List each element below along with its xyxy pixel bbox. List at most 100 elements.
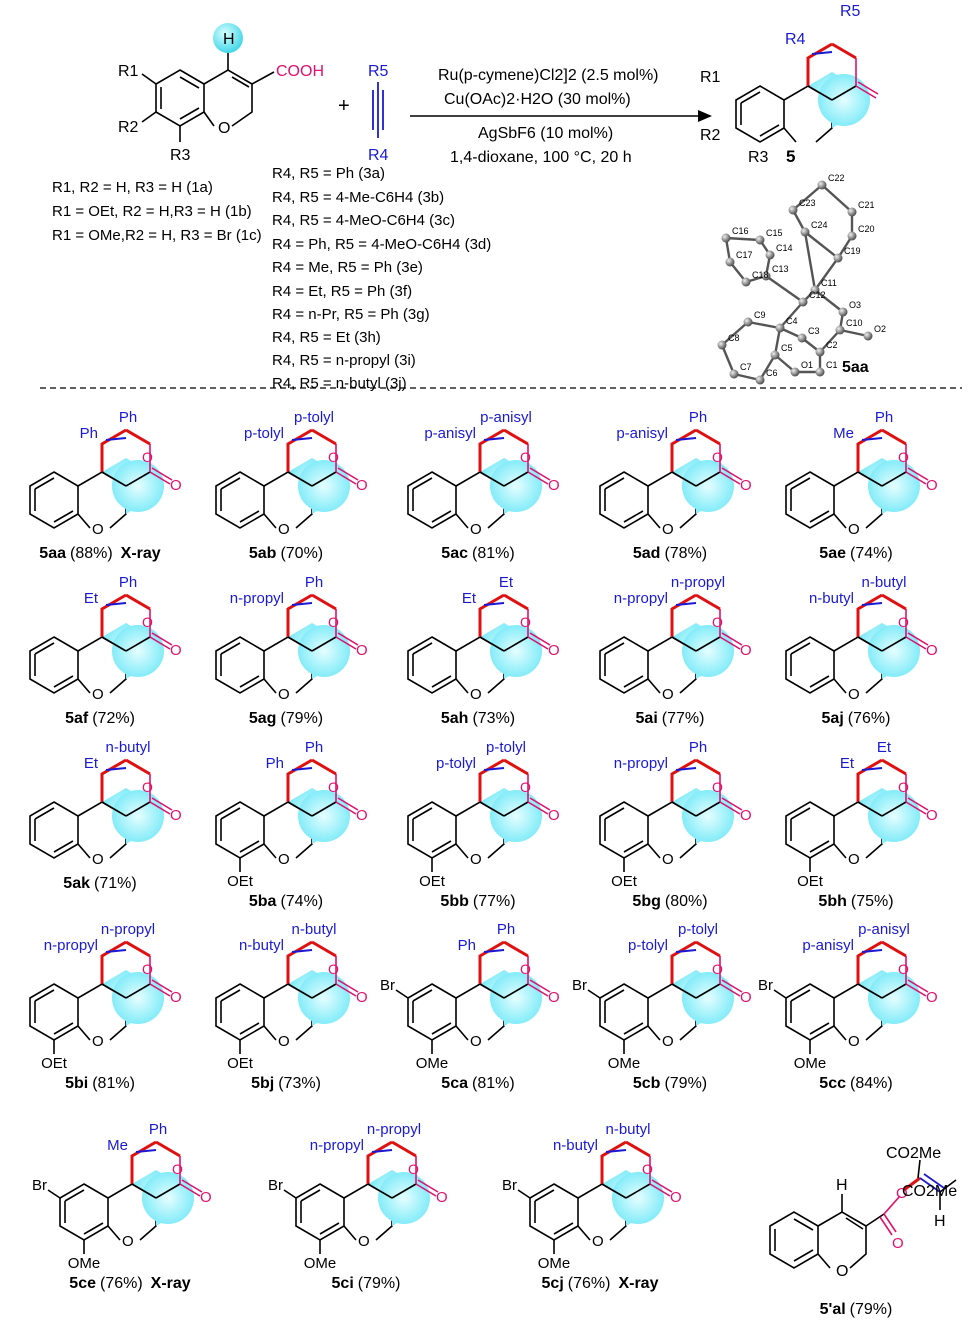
lactone-oxygen: O — [898, 961, 909, 977]
condition-line-4: 1,4-dioxane, 100 °C, 20 h — [450, 149, 632, 166]
lactone-oxygen: O — [328, 449, 339, 465]
r4-substituent: n-butyl — [553, 1137, 598, 1154]
compound-label: 5ce(76%)X-ray — [69, 1275, 191, 1292]
xray-label: 5aa — [842, 359, 869, 376]
xray-bond — [721, 321, 749, 346]
substrate-1c: R1 = OMe,R2 = H, R3 = Br (1c) — [52, 227, 262, 244]
condition-line-3: AgSbF6 (10 mol%) — [478, 125, 613, 142]
reactant-o-label: O — [218, 120, 230, 137]
lactone-oxygen: O — [712, 961, 723, 977]
r4-substituent: Me — [833, 425, 854, 442]
r5-substituent: Et — [499, 574, 514, 591]
r4-substituent: Me — [107, 1137, 128, 1154]
r5-substituent: n-propyl — [671, 574, 725, 591]
r5-substituent: n-propyl — [101, 921, 155, 938]
compound-label: 5cb(79%) — [633, 1075, 707, 1092]
alkoxy-substituent: OEt — [797, 873, 824, 890]
r4-substituent: Ph — [458, 937, 476, 954]
carbonyl-oxygen: O — [356, 807, 368, 824]
substrate-list-1: R1, R2 = H, R3 = H (1a) R1 = OEt, R2 = H… — [52, 179, 262, 244]
ring-oxygen: O — [358, 1233, 370, 1250]
xray-atom — [847, 207, 857, 217]
xray-bond — [758, 354, 777, 381]
carbonyl-oxygen: O — [740, 807, 752, 824]
xray-atom — [729, 369, 739, 379]
compound-label: 5ab(70%) — [249, 545, 323, 562]
r5-substituent: n-butyl — [105, 739, 150, 756]
xray-atom-label: C16 — [732, 226, 749, 236]
xray-atom-label: C1 — [826, 360, 838, 370]
r4-substituent: Ph — [80, 425, 98, 442]
substrate-3h: R4, R5 = Et (3h) — [272, 329, 381, 346]
lactone-oxygen: O — [520, 449, 531, 465]
r5-substituent: Ph — [689, 739, 707, 756]
carbonyl-oxygen: O — [356, 642, 368, 659]
bromo-substituent: Br — [502, 1177, 517, 1194]
xray-bond — [765, 275, 804, 303]
side-product-id: 5'al(79%) — [820, 1301, 893, 1318]
r5-substituent: Ph — [689, 409, 707, 426]
xray-atom — [755, 235, 765, 245]
alkoxy-substituent: OEt — [41, 1055, 68, 1072]
r4-substituent: n-butyl — [239, 937, 284, 954]
ring-oxygen: O — [278, 521, 290, 538]
xray-atom — [775, 323, 785, 333]
compound-label: 5bi(81%) — [65, 1075, 135, 1092]
r5-substituent: p-tolyl — [678, 921, 718, 938]
product-r1-label: R1 — [700, 69, 721, 86]
substrate-3b: R4, R5 = 4-Me-C6H4 (3b) — [272, 189, 444, 206]
r5-substituent: p-tolyl — [486, 739, 526, 756]
carbonyl-oxygen: O — [926, 807, 938, 824]
ring-oxygen: O — [662, 521, 674, 538]
alkoxy-substituent: OEt — [611, 873, 638, 890]
side-product-h2: H — [934, 1213, 946, 1230]
xray-atom — [847, 231, 857, 241]
product-core-structure — [214, 758, 360, 860]
xray-atom-label: O3 — [849, 300, 861, 310]
xray-atom-label: C6 — [766, 368, 778, 378]
carbonyl-oxygen: O — [548, 989, 560, 1006]
xray-bond — [814, 257, 839, 291]
lactone-oxygen: O — [520, 779, 531, 795]
xray-bond — [792, 184, 823, 211]
side-product-ester-1: CO2Me — [886, 1145, 941, 1162]
compound-label: 5bg(80%) — [632, 893, 707, 910]
compound-label: 5cc(84%) — [819, 1075, 892, 1092]
carbonyl-oxygen: O — [170, 642, 182, 659]
ring-oxygen: O — [92, 521, 104, 538]
lactone-oxygen: O — [898, 779, 909, 795]
r4-substituent: p-tolyl — [436, 755, 476, 772]
r5-substituent: p-tolyl — [294, 409, 334, 426]
alkyne-r5-label: R5 — [368, 63, 389, 80]
xray-atom — [761, 271, 771, 281]
bromo-substituent: Br — [572, 977, 587, 994]
product-core-structure — [406, 940, 552, 1042]
xray-atom-label: C2 — [826, 340, 838, 350]
alkoxy-substituent: OEt — [419, 873, 446, 890]
xray-atom-label: C8 — [728, 333, 740, 343]
ring-oxygen: O — [92, 1033, 104, 1050]
compound-label: 5bb(77%) — [440, 893, 515, 910]
alkyne — [372, 82, 384, 138]
xray-atom-label: O2 — [874, 324, 886, 334]
xray-bond — [804, 231, 839, 259]
r5-substituent: n-butyl — [291, 921, 336, 938]
lactone-oxygen: O — [142, 779, 153, 795]
xray-atom-label: C18 — [752, 270, 769, 280]
r4-substituent: n-propyl — [310, 1137, 364, 1154]
reaction-arrowhead — [698, 110, 712, 122]
product-core-structure — [784, 758, 930, 860]
xray-atom-label: C24 — [811, 220, 828, 230]
r4-substituent: n-propyl — [44, 937, 98, 954]
ring-oxygen: O — [470, 1033, 482, 1050]
carbonyl-oxygen: O — [436, 1189, 448, 1206]
